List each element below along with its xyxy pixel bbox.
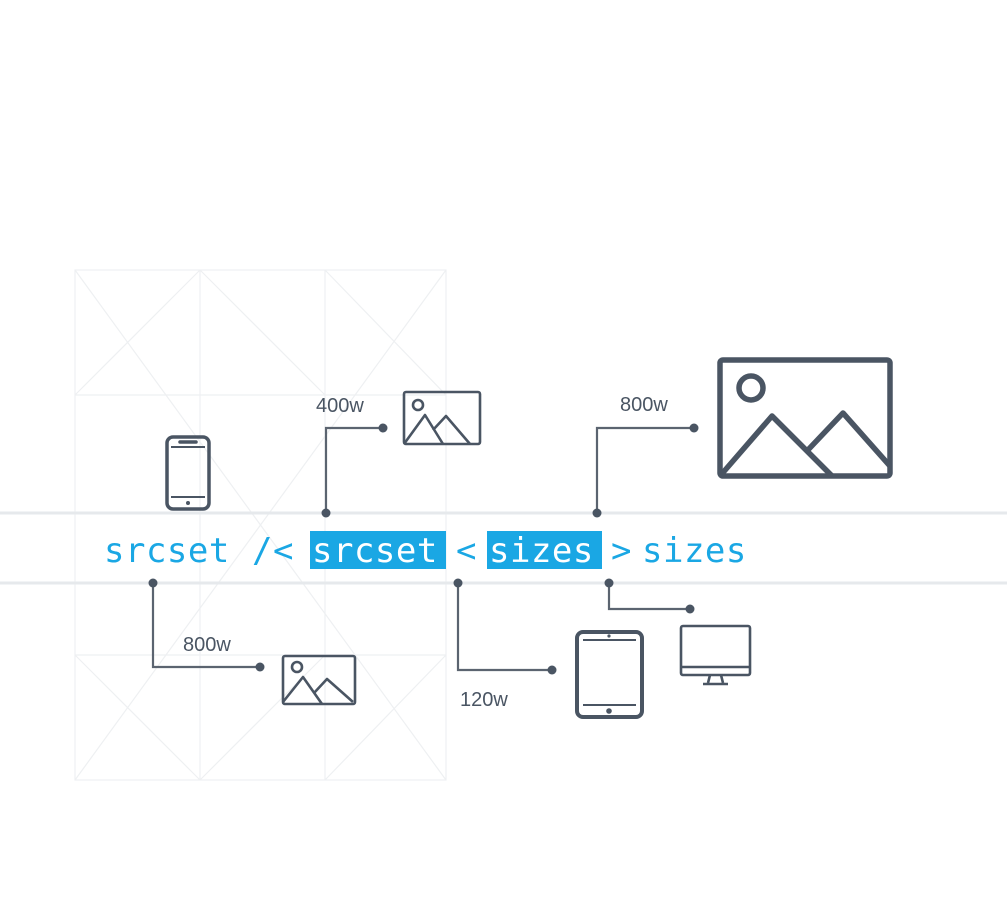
code-token-srcset-highlighted: srcset (312, 531, 438, 571)
connector-800w-top (595, 426, 694, 513)
connector-800w-bottom (151, 583, 260, 669)
connector-400w (324, 426, 383, 513)
smartphone-icon (165, 435, 211, 511)
code-token-slash-lt: /< (252, 531, 294, 571)
code-band (0, 511, 1007, 585)
code-token-sizes: sizes (642, 531, 747, 571)
connector-120w (456, 583, 552, 672)
highlight-sizes-box (487, 531, 602, 569)
image-icon-bottom (281, 654, 357, 706)
connector-dots (148, 423, 699, 675)
image-icon-large (717, 357, 893, 479)
label-400w: 400w (316, 395, 364, 417)
image-icon-small (402, 390, 482, 446)
code-token-lt: < (456, 531, 477, 571)
background-wireframe-grid (74, 269, 447, 781)
label-800w-bottom: 800w (183, 634, 231, 656)
label-800w-top: 800w (620, 394, 668, 416)
highlight-srcset-box (310, 531, 446, 569)
code-token-sizes-highlighted: sizes (489, 531, 594, 571)
connector-desktop (607, 583, 690, 611)
connectors (151, 426, 694, 672)
code-line: srcset /< srcset < sizes > sizes (104, 531, 747, 571)
code-token-srcset: srcset (104, 531, 230, 571)
tablet-icon (575, 630, 644, 719)
code-token-gt: > (611, 531, 632, 571)
desktop-monitor-icon (679, 624, 752, 686)
label-120w: 120w (460, 689, 508, 711)
